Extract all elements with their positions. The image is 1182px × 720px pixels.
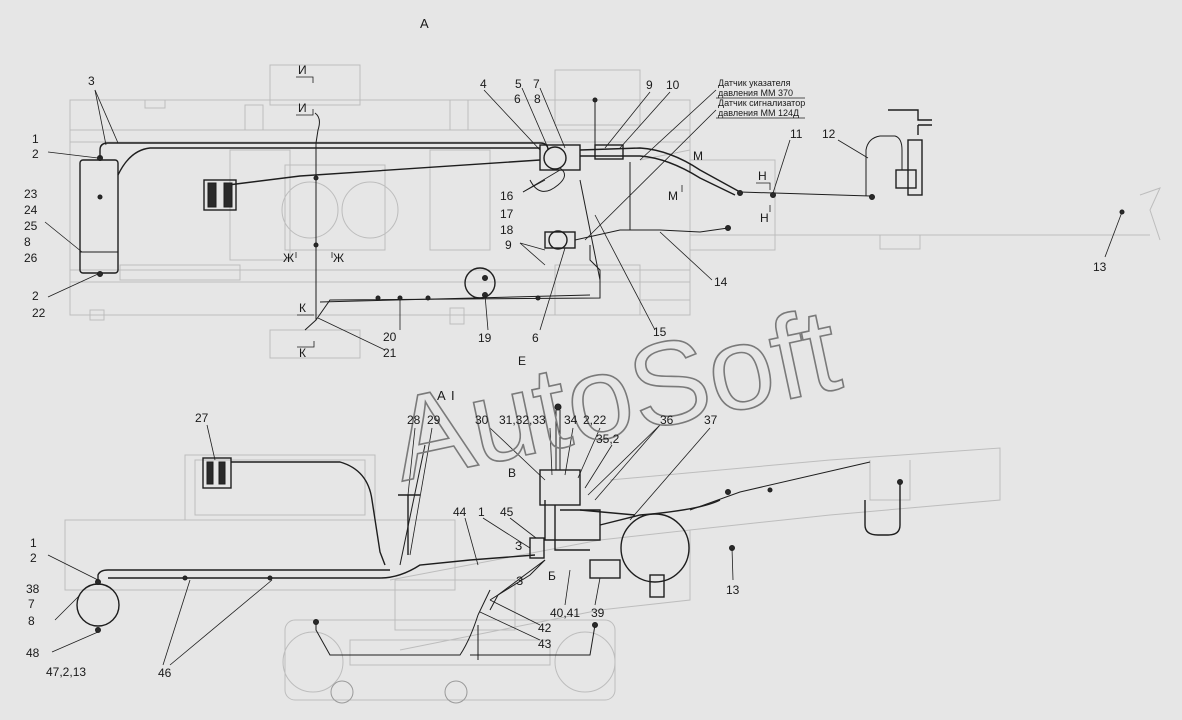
callout-top-7: 7: [533, 77, 540, 91]
callout-top-15: 15: [653, 325, 667, 339]
callout-bottom-45: 45: [500, 505, 514, 519]
view-label-bottom: А: [437, 388, 446, 403]
callout-top-8b: 8: [534, 92, 541, 106]
callout-top-20: 20: [383, 330, 397, 344]
callout-top-5: 5: [515, 77, 522, 91]
section-i-top: И: [298, 63, 307, 77]
section-z-bottom: З: [516, 574, 523, 588]
top-view-chassis: [69, 64, 1161, 359]
sensor-note-line-4: давления ММ 124Д: [718, 108, 799, 118]
section-i-mid: И: [298, 101, 307, 115]
callout-top-23: 23: [24, 187, 38, 201]
callout-bottom-35: 35,2: [596, 432, 620, 446]
callout-top-9b: 9: [505, 238, 512, 252]
callout-bottom-1: 1: [30, 536, 37, 550]
bottom-view-pipework: [76, 403, 903, 660]
callout-bottom-27: 27: [195, 411, 209, 425]
section-k-bottom: К: [299, 346, 306, 360]
callout-bottom-29: 29: [427, 413, 441, 427]
callout-bottom-38: 38: [26, 582, 40, 596]
callout-bottom-2-22: 2,22: [583, 413, 607, 427]
section-zh-right: Ж: [333, 251, 344, 265]
callout-bottom-36: 36: [660, 413, 674, 427]
callout-top-2b: 2: [32, 289, 39, 303]
callout-bottom-40: 40,41: [550, 606, 580, 620]
compressor-side: [202, 457, 232, 489]
section-m-top: М: [693, 149, 703, 163]
callout-bottom-42: 42: [538, 621, 552, 635]
section-marks: И И Ж Ж К К М М Н Н Е В Б З З: [283, 63, 771, 588]
callout-bottom-13: 13: [726, 583, 740, 597]
top-view-pipework: [79, 97, 932, 331]
callout-top-26: 26: [24, 251, 38, 265]
callouts-bottom: 27 28 29 30 31,32,33 34 2,22 35,2 36 37 …: [26, 411, 740, 680]
leader-lines: [44, 87, 1125, 666]
callout-bottom-34: 34: [564, 413, 578, 427]
callout-bottom-1b: 1: [478, 505, 485, 519]
callout-top-6: 6: [514, 92, 521, 106]
callout-top-22: 22: [32, 306, 46, 320]
callout-bottom-8: 8: [28, 614, 35, 628]
callout-top-1: 1: [32, 132, 39, 146]
section-e: Е: [518, 354, 526, 368]
callout-top-14: 14: [714, 275, 728, 289]
callout-bottom-46: 46: [158, 666, 172, 680]
callout-top-10: 10: [666, 78, 680, 92]
section-n-bottom: Н: [760, 211, 769, 225]
callout-top-21: 21: [383, 346, 397, 360]
callout-bottom-47: 47,2,13: [46, 665, 86, 679]
callout-top-2: 2: [32, 147, 39, 161]
section-b: Б: [548, 569, 556, 583]
callout-top-19: 19: [478, 331, 492, 345]
callout-top-8: 8: [24, 235, 31, 249]
sensor-note-line-1: Датчик указателя: [718, 78, 791, 88]
callout-top-17: 17: [500, 207, 514, 221]
callout-top-11: 11: [790, 127, 803, 141]
section-v: В: [508, 466, 516, 480]
callout-top-13: 13: [1093, 260, 1107, 274]
callout-bottom-28: 28: [407, 413, 421, 427]
section-n-top: Н: [758, 169, 767, 183]
callout-bottom-48: 48: [26, 646, 40, 660]
callout-top-6b: 6: [532, 331, 539, 345]
section-m-bottom: М: [668, 189, 678, 203]
bottom-view-chassis: [64, 447, 1001, 704]
callout-bottom-30: 30: [475, 413, 489, 427]
section-k-top: К: [299, 301, 306, 315]
callout-top-12: 12: [822, 127, 836, 141]
callout-bottom-2: 2: [30, 551, 37, 565]
sensor-note-line-3: Датчик сигнализатор: [718, 98, 805, 108]
compressor-top: [203, 179, 237, 211]
callout-top-16: 16: [500, 189, 514, 203]
callout-top-3: 3: [88, 74, 95, 88]
callout-top-18: 18: [500, 223, 514, 237]
callout-bottom-39: 39: [591, 606, 605, 620]
callout-top-24: 24: [24, 203, 38, 217]
section-z-top: З: [515, 539, 522, 553]
callout-bottom-44: 44: [453, 505, 467, 519]
air-receiver-top: [79, 159, 119, 274]
callout-top-9: 9: [646, 78, 653, 92]
view-label-top: А: [420, 16, 429, 31]
callout-bottom-37: 37: [704, 413, 718, 427]
callout-bottom-7: 7: [28, 597, 35, 611]
callouts-top: 1 2 3 23 24 25 8 26 2 22 4 5 7 6 8 9 10 …: [24, 74, 1107, 360]
section-zh-left: Ж: [283, 251, 294, 265]
sensor-note-line-2: давления ММ 370: [718, 88, 793, 98]
callout-top-4: 4: [480, 77, 487, 91]
callout-top-25: 25: [24, 219, 38, 233]
callout-bottom-31: 31,32,33: [499, 413, 546, 427]
view-label-bottom-marker: I: [451, 388, 455, 403]
callout-bottom-43: 43: [538, 637, 552, 651]
